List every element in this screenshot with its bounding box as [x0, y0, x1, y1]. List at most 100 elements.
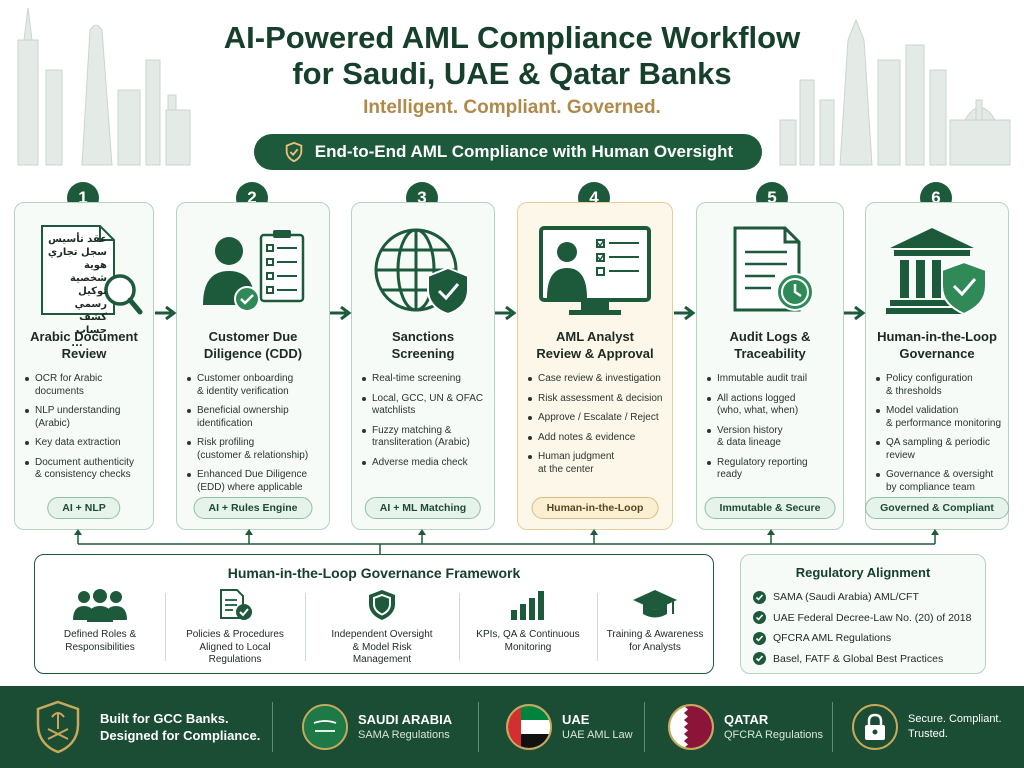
card-bullets: Real-time screening Local, GCC, UN & OFA… [362, 373, 488, 476]
team-icon [45, 587, 155, 623]
card-title: Audit Logs &Traceability [729, 329, 811, 361]
oversight-banner: End-to-End AML Compliance with Human Ove… [254, 134, 762, 170]
divider [478, 702, 479, 752]
globe-shield-icon [352, 215, 494, 325]
regulatory-item: QFCRA AML Regulations [753, 628, 979, 649]
governance-item-roles: Defined Roles & Responsibilities [45, 587, 155, 667]
bullet: Case review & investigation [528, 373, 666, 386]
bank-shield-icon [866, 215, 1008, 325]
document-magnifier-icon: عقد تأسيس سجل تجاري هوية شخصية توكيل رسم… [15, 215, 153, 349]
doc-line: عقد تأسيس [48, 234, 107, 245]
divider [459, 593, 460, 661]
governance-item-oversight: Independent Oversight & Model Risk Manag… [311, 587, 453, 667]
check-icon [753, 631, 766, 645]
bullet: Model validation & performance monitorin… [876, 405, 1002, 430]
bar-chart-icon [463, 587, 593, 623]
analyst-monitor-icon [518, 215, 672, 325]
bullet: Human judgment at the center [528, 451, 666, 476]
governance-item-policies: Policies & Procedures Aligned to Local R… [171, 587, 299, 667]
card-tag: Immutable & Secure [704, 497, 836, 519]
check-icon [753, 590, 766, 604]
qatar-flag-icon [668, 704, 714, 750]
governance-connectors [74, 529, 939, 556]
arrow-right-icon [844, 306, 866, 320]
arrow-right-icon [330, 306, 352, 320]
bullet: Document authenticity & consistency chec… [25, 457, 147, 482]
page-subtitle: Intelligent. Compliant. Governed. [363, 97, 661, 118]
card-tag: Governed & Compliant [865, 497, 1009, 519]
step-card-audit-logs: Audit Logs &Traceability Immutable audit… [696, 202, 844, 530]
bullet: Local, GCC, UN & OFAC watchlists [362, 393, 488, 418]
shield-icon [311, 587, 453, 623]
doc-line: كشف حساب [75, 312, 107, 336]
card-tag: AI + ML Matching [364, 497, 482, 519]
card-bullets: Policy configuration & thresholds Model … [876, 373, 1002, 501]
bullet: Beneficial ownership identification [187, 405, 323, 430]
bullet: Adverse media check [362, 457, 488, 470]
shield-check-icon [285, 141, 303, 163]
bullet: All actions logged (who, what, when) [707, 393, 837, 418]
regulatory-alignment-panel: Regulatory Alignment SAMA (Saudi Arabia)… [740, 554, 986, 674]
card-bullets: Case review & investigation Risk assessm… [528, 373, 666, 483]
divider [272, 702, 273, 752]
bullet: Real-time screening [362, 373, 488, 386]
card-tag: Human-in-the-Loop [531, 497, 659, 519]
footer-country-saudi: SAUDI ARABIA SAMA Regulations [302, 686, 452, 768]
doc-line: توكيل رسمي [74, 286, 107, 310]
divider [165, 593, 166, 661]
footer-bar: Built for GCC Banks. Designed for Compli… [0, 686, 1024, 768]
bullet: NLP understanding (Arabic) [25, 405, 147, 430]
arrow-right-icon [155, 306, 177, 320]
doc-line: سجل تجاري [47, 247, 107, 258]
governance-title: Human-in-the-Loop Governance Framework [227, 565, 521, 581]
divider [597, 593, 598, 661]
uae-flag-icon [506, 704, 552, 750]
bullet: Version history & data lineage [707, 425, 837, 450]
governance-framework-panel: Human-in-the-Loop Governance Framework D… [34, 554, 714, 674]
check-icon [753, 652, 766, 666]
footer-tagline: Built for GCC Banks. Designed for Compli… [34, 686, 260, 768]
card-tag: AI + Rules Engine [193, 497, 313, 519]
regulatory-list: SAMA (Saudi Arabia) AML/CFT UAE Federal … [753, 587, 979, 669]
regulatory-item: UAE Federal Decree-Law No. (20) of 2018 [753, 608, 979, 629]
bullet: Immutable audit trail [707, 373, 837, 386]
footer-country-qatar: QATAR QFCRA Regulations [668, 686, 823, 768]
bullet: Governance & oversight by compliance tea… [876, 469, 1002, 494]
audit-log-clock-icon [697, 215, 843, 325]
bullet: Customer onboarding & identity verificat… [187, 373, 323, 398]
bullet: Key data extraction [25, 437, 147, 450]
check-icon [753, 611, 766, 625]
card-bullets: OCR for Arabic documents NLP understandi… [25, 373, 147, 489]
bullet: Regulatory reporting ready [707, 457, 837, 482]
regulatory-item: Basel, FATF & Global Best Practices [753, 649, 979, 670]
doc-line: هوية شخصية [69, 260, 107, 284]
card-tag: AI + NLP [47, 497, 121, 519]
bullet: Approve / Escalate / Reject [528, 412, 666, 425]
bullet: Fuzzy matching & transliteration (Arabic… [362, 425, 488, 450]
user-checklist-icon [177, 215, 329, 325]
bullet: Risk assessment & decision [528, 393, 666, 406]
page-title: AI-Powered AML Compliance Workflow for S… [223, 20, 801, 91]
governance-item-kpis: KPIs, QA & Continuous Monitoring [463, 587, 593, 667]
divider [305, 593, 306, 661]
divider [832, 702, 833, 752]
lock-icon [852, 704, 898, 750]
doc-line: ... [71, 338, 83, 349]
emblem-shield-icon [36, 700, 80, 754]
bullet: QA sampling & periodic review [876, 437, 1002, 462]
saudi-flag-icon [302, 704, 348, 750]
arrow-right-icon [495, 306, 517, 320]
policy-document-icon [171, 587, 299, 623]
footer-country-uae: UAE UAE AML Law [506, 686, 633, 768]
regulatory-title: Regulatory Alignment [795, 565, 931, 580]
regulatory-item: SAMA (Saudi Arabia) AML/CFT [753, 587, 979, 608]
card-bullets: Customer onboarding & identity verificat… [187, 373, 323, 501]
